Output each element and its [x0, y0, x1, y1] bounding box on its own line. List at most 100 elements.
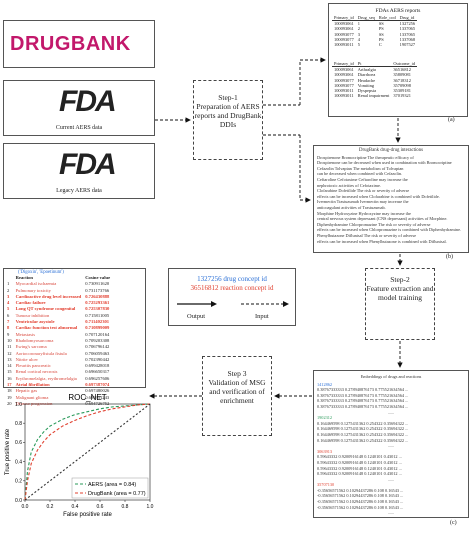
- cosine-value: 0.694726752: [85, 400, 110, 406]
- table-cell: 100093011: [334, 93, 354, 99]
- x-tick-label: 0.4: [72, 504, 79, 510]
- table-cell: 37019321: [393, 93, 411, 99]
- drugbank-logo-box: DRUGBANK: [3, 20, 155, 68]
- ddi-line: Drospirenone Bromocriptine The therapeut…: [317, 154, 414, 160]
- embedding-id: 3063913: [317, 448, 333, 454]
- embedding-vector: 0.38767333333 0.278940876173 0.775521634…: [317, 398, 409, 404]
- table-cell: 1337065: [399, 31, 416, 37]
- row-index: 8: [7, 325, 10, 331]
- table-cell: 36718312: [393, 77, 411, 83]
- legend-box: [71, 477, 149, 499]
- ddi-line: anticoagulant activities of Trastuzumab.: [317, 204, 386, 210]
- table-cell: 3: [357, 31, 360, 37]
- caption-c: (c): [450, 520, 457, 526]
- table-cell: Renal impairment: [357, 93, 390, 99]
- reaction-name: Rhabdomyosarcoma: [15, 337, 54, 343]
- drugbank-logo: DRUGBANK: [10, 33, 131, 55]
- ddi-line: Clofarabine Dofetilide The risk or sever…: [317, 188, 410, 194]
- reaction-name: Myocardial ischaemia: [15, 281, 57, 287]
- reaction-name: Disease progression: [15, 400, 53, 406]
- ddi-title: DrugBank drug-drug interactions: [359, 148, 423, 153]
- column-header: Role_cod: [376, 15, 398, 22]
- y-tick-label: 0.6: [15, 440, 22, 446]
- column-header: Drug_id: [397, 15, 418, 22]
- roc-series-line: [24, 403, 151, 501]
- cosine-value: 0.697480026: [85, 388, 110, 394]
- row-index: 14: [7, 363, 12, 369]
- table-cell: C: [378, 42, 382, 48]
- embedding-vector: 0.38767333333 0.278940876173 0.775521634…: [317, 403, 409, 409]
- embedding-vector: 0.164469598 0.1275431362 0.254322 0.3569…: [317, 420, 409, 426]
- table-cell: Headache: [357, 77, 376, 83]
- step1-text: Step-1 Preparation of AERS reports and D…: [194, 93, 262, 129]
- table-cell: PS: [378, 36, 384, 42]
- y-axis-label: True positive rate: [5, 428, 11, 475]
- table-cell: SS: [378, 31, 384, 37]
- embedding-ellipsis: ......: [387, 510, 395, 516]
- cosine-value: 0.715811005: [85, 312, 110, 318]
- step3-text: Step 3 Validation of MSG and verificatio…: [208, 369, 266, 405]
- cosine-value: 0.725307830: [85, 306, 110, 312]
- row-index: 20: [7, 400, 12, 406]
- column-header: Drug_seq: [355, 15, 377, 22]
- cosine-value: 0.699428018: [85, 363, 110, 369]
- x-axis-label: False positive rate: [63, 512, 112, 518]
- row-index: 5: [7, 306, 10, 312]
- table-cell: PS: [378, 26, 384, 32]
- drug-pair-label: ('Digoxin', 'Epoetinum'): [18, 270, 64, 275]
- row-index: 16: [7, 375, 12, 381]
- drug-concept-id: 1327256 drug concept id: [197, 275, 267, 283]
- step1-box: Step-1 Preparation of AERS reports and D…: [193, 80, 263, 160]
- ddi-line: central nervous system depressant (CNS d…: [317, 216, 448, 222]
- reaction-name: Malignant glioma: [15, 394, 49, 400]
- embedding-blocks: 1412862 0.38767333333 0.278940876173 0.77…: [317, 382, 465, 516]
- caption-a: (a): [448, 117, 455, 123]
- embedding-vector: 0.164469598 0.1275431362 0.254322 0.3569…: [317, 437, 409, 443]
- reaction-name: Pulmonary toxicity: [15, 287, 51, 293]
- reaction-name: Aortocoronaryfistula fistula: [15, 350, 67, 356]
- reaction-name: Long QT syndrome congenital: [15, 306, 76, 312]
- reaction-name: Tumour inhibition: [15, 312, 50, 318]
- ddi-line: Ivermectin Trastuzumab Ivermectin may in…: [317, 199, 409, 205]
- table-cell: 100093061: [334, 72, 354, 78]
- table-cell: 1907527: [399, 42, 416, 48]
- embedding-vector: -0.35656571562 0.10294437286 0.108 0.165…: [317, 499, 404, 505]
- cosine-value: 0.726430888: [85, 293, 110, 299]
- x-tick-label: 0.0: [22, 504, 29, 510]
- roc-series-line: [24, 403, 151, 501]
- row-index: 19: [7, 394, 12, 400]
- table-cell: 100093061: [334, 21, 354, 27]
- row-index: 3: [7, 293, 10, 299]
- embedding-vector: 0.59643332 0.9200916148 0.1240101 0.4301…: [317, 465, 402, 471]
- cosine-value: 0.710899009: [85, 325, 110, 331]
- step3-box: Step 3 Validation of MSG and verificatio…: [202, 356, 272, 436]
- table-cell: Vomiting: [357, 82, 375, 88]
- embedding-id: 1412862: [317, 381, 333, 387]
- table-cell: SS: [378, 21, 384, 27]
- reaction-concept-id: 36516812 reaction concept id: [190, 284, 274, 292]
- table-cell: 35309181: [393, 88, 411, 94]
- table-cell: 100093011: [334, 42, 354, 48]
- table-cell: 100093077: [334, 77, 354, 83]
- y-tick-label: 0.0: [15, 498, 22, 504]
